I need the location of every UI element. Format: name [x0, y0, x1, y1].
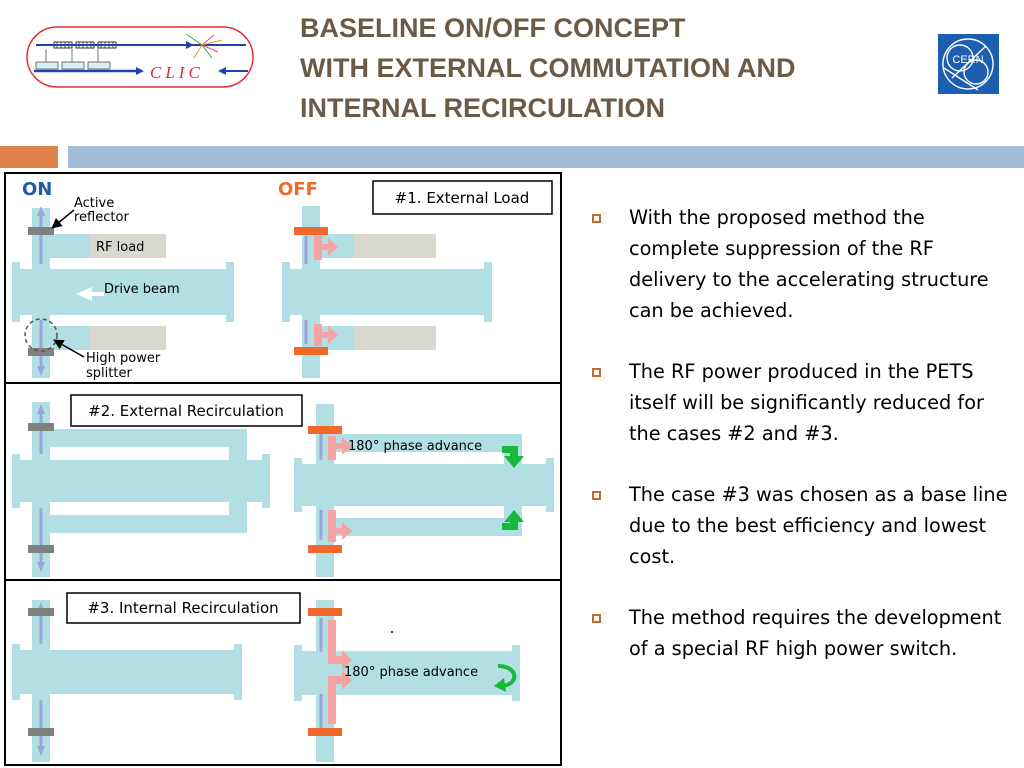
panel-3-label-box — [66, 592, 301, 624]
clic-logo-text: CLIC — [150, 63, 204, 82]
green-recirculation-arrow — [497, 664, 517, 688]
panel-1-label-box — [372, 180, 553, 215]
high-power-splitter-label: splitter — [86, 366, 132, 381]
green-recirculation-arrow — [502, 446, 524, 468]
rf-load — [90, 234, 166, 258]
bullet-item: With the proposed method the complete su… — [590, 202, 1010, 326]
rf-load — [354, 326, 436, 350]
active-reflector-off — [294, 347, 328, 355]
panel-1-label: #1. External Load — [395, 189, 530, 207]
drive-beam-arrow — [76, 287, 104, 301]
rf-reflected-arrow — [314, 324, 338, 346]
title-line-3: INTERNAL RECIRCULATION — [300, 93, 665, 123]
rf-reflected-arrow — [328, 436, 352, 460]
title-line-1: BASELINE ON/OFF CONCEPT — [300, 13, 686, 43]
beam-arrow-head — [37, 404, 45, 414]
splitter-reflector — [28, 728, 54, 736]
square-bullet-icon — [592, 614, 601, 623]
rf-internal-arrow — [328, 620, 352, 670]
active-reflector — [28, 227, 54, 235]
active-reflector-label: reflector — [74, 210, 129, 225]
slide-title: BASELINE ON/OFF CONCEPT WITH EXTERNAL CO… — [300, 8, 795, 128]
square-bullet-icon — [592, 491, 601, 500]
active-reflector-off — [308, 426, 342, 434]
active-reflector-off — [308, 608, 342, 616]
bullet-item: The method requires the development of a… — [590, 602, 1010, 664]
pointer-line — [51, 209, 75, 229]
active-reflector-label: Active — [74, 196, 114, 211]
panel-2-label-box — [70, 394, 303, 427]
on-label: ON — [22, 179, 52, 200]
panel-3: #3. Internal Recirculation 180° ph — [12, 592, 520, 762]
cern-logo-text: CERN — [952, 54, 983, 66]
active-reflector-off — [308, 728, 342, 736]
bullet-text: The RF power produced in the PETS itself… — [629, 360, 984, 445]
green-recirculation-arrow — [502, 510, 524, 530]
panel-2: #2. External Recirculation — [12, 394, 554, 577]
bullet-text: With the proposed method the complete su… — [629, 206, 989, 322]
clic-logo: CLIC — [26, 26, 254, 88]
rf-reflected-arrow — [328, 510, 352, 542]
cern-logo: CERN — [938, 34, 999, 94]
green-recirculation-arrow-head — [494, 678, 506, 692]
bullet-text: The method requires the development of a… — [629, 606, 1002, 660]
off-label: OFF — [278, 179, 318, 200]
panel-1: ON OFF #1. External Load Active reflecto… — [12, 179, 553, 381]
accent-bar-orange — [0, 146, 58, 168]
beam-arrow-head — [37, 562, 45, 572]
rf-load-label: RF load — [96, 240, 144, 255]
phase-advance-label: 180° phase advance — [344, 665, 478, 680]
bullet-list: With the proposed method the complete su… — [590, 202, 1010, 694]
rf-reflected-arrow — [314, 236, 338, 260]
rf-load — [354, 234, 436, 258]
square-bullet-icon — [592, 368, 601, 377]
rf-load — [90, 326, 166, 350]
splitter-reflector — [28, 545, 54, 553]
bullet-item: The case #3 was chosen as a base line du… — [590, 479, 1010, 572]
panel-3-label: #3. Internal Recirculation — [87, 599, 278, 617]
high-power-splitter-label: High power — [86, 351, 161, 366]
high-power-splitter-circle — [24, 318, 58, 352]
square-bullet-icon — [592, 214, 601, 223]
active-reflector-off — [308, 545, 342, 553]
on-pets-structure — [12, 600, 242, 762]
accent-bar-blue — [68, 146, 1024, 168]
bullet-item: The RF power produced in the PETS itself… — [590, 356, 1010, 449]
beam-arrow-head — [37, 746, 45, 756]
panel-2-label: #2. External Recirculation — [88, 402, 284, 420]
active-reflector — [28, 608, 54, 616]
beam-arrow-head — [37, 206, 45, 216]
active-reflector — [28, 423, 54, 431]
beam-arrow-head — [37, 366, 45, 376]
drive-beam-label: Drive beam — [104, 282, 180, 297]
pointer-line — [53, 339, 85, 358]
active-reflector-off — [294, 227, 328, 235]
stray-dot — [391, 631, 393, 633]
title-line-2: WITH EXTERNAL COMMUTATION AND — [300, 53, 796, 83]
splitter-reflector — [28, 348, 54, 356]
pets-onoff-diagram: ON OFF #1. External Load Active reflecto… — [4, 172, 562, 766]
on-pets-structure — [12, 402, 270, 577]
rf-internal-arrow — [328, 670, 352, 724]
bullet-text: The case #3 was chosen as a base line du… — [629, 483, 1008, 568]
phase-advance-label: 180° phase advance — [348, 439, 482, 454]
